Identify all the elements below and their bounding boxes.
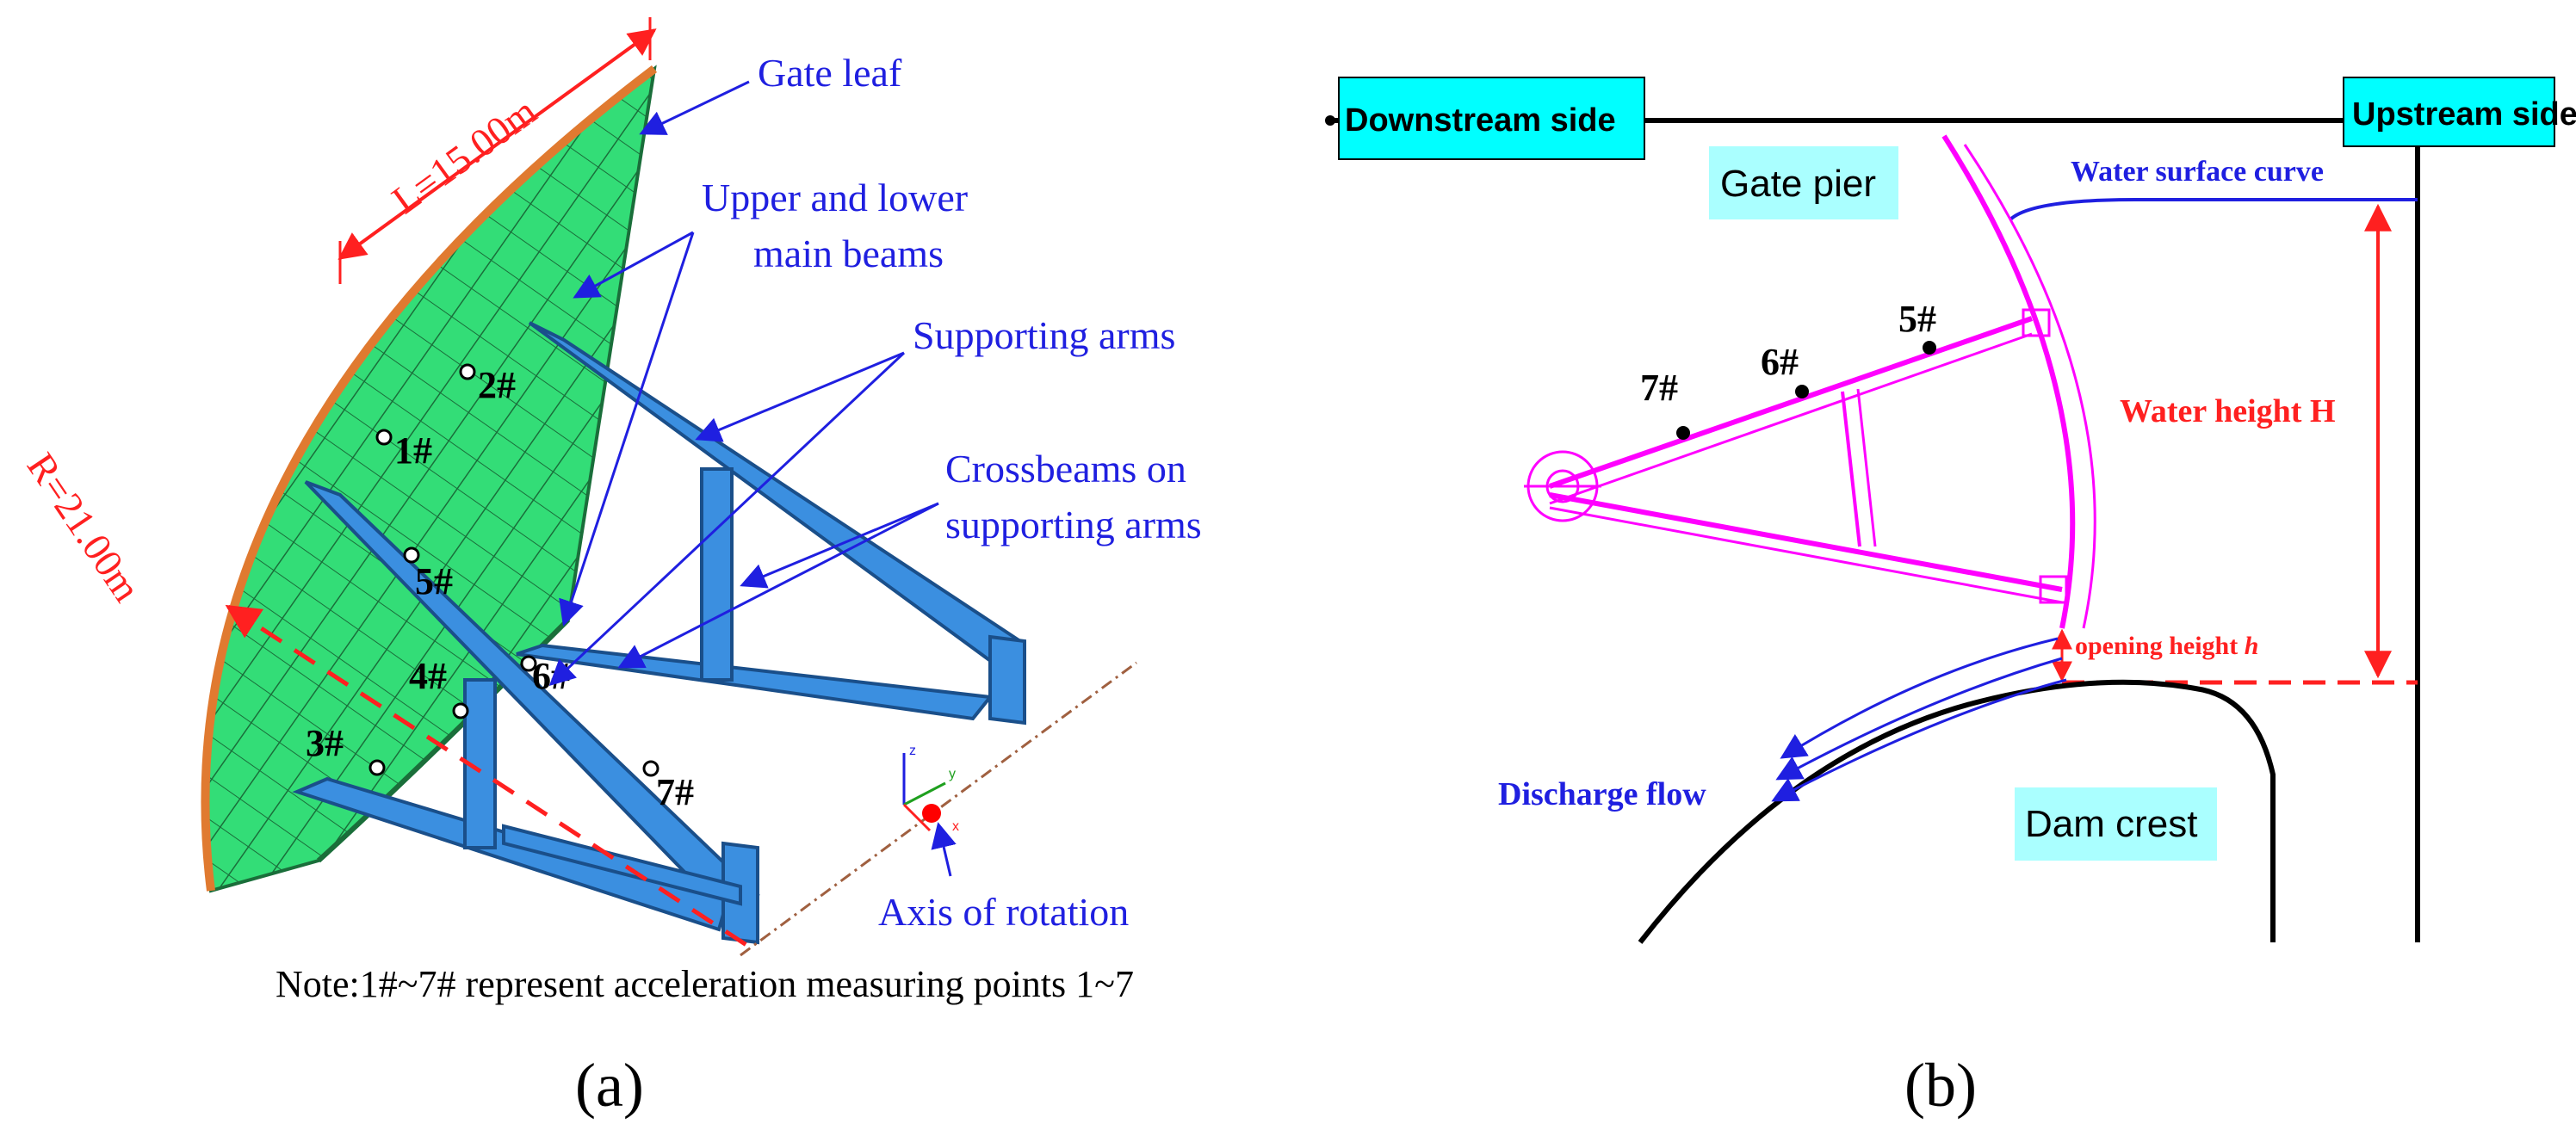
point-label-3: 3# (306, 722, 344, 764)
arm-end-block-a (988, 634, 1026, 725)
gate-pier-label: Gate pier (1720, 163, 1876, 205)
callout-main-beams-line1: Upper and lower (702, 176, 968, 219)
radius-label: R=21.00m (19, 445, 150, 609)
point-label-7: 7# (656, 771, 694, 813)
callouts (548, 80, 957, 877)
upstream-side-label: Upstream side (2352, 96, 2576, 133)
gate-point-markers (1676, 341, 1936, 440)
arm-crossbeam-a (700, 467, 734, 682)
callout-crossbeams-line2: supporting arms (945, 503, 1202, 546)
discharge-flow-arrows (1771, 637, 2067, 802)
upstream-side-box (2343, 77, 2555, 147)
supporting-arms (292, 321, 1026, 945)
axis-z-glyph: z (909, 744, 916, 758)
caption-a: (a) (575, 1051, 644, 1120)
callout-axis-of-rotation: Axis of rotation (878, 890, 1129, 934)
point-label-5: 5# (415, 560, 453, 602)
arm-crossbeam-b (463, 678, 497, 849)
dam-crest-box (2015, 787, 2217, 861)
callout-supporting-arms: Supporting arms (913, 313, 1175, 357)
panel-a: L=15.00m R=21.00m z y x (19, 17, 1202, 1005)
point-label-4: 4# (409, 655, 447, 697)
water-height-label: Water height H (2120, 393, 2336, 429)
measuring-point-labels: 1# 2# 3# 4# 5# 6# 7# (306, 364, 694, 813)
opening-height-text: opening height (2075, 632, 2245, 660)
arm-crossbeam-c (502, 824, 742, 906)
discharge-flow-label: Discharge flow (1498, 776, 1706, 812)
callout-gate-leaf: Gate leaf (758, 51, 902, 95)
gate-pier-box (1709, 146, 1898, 219)
point-label-6: 6# (532, 655, 570, 697)
axis-x-glyph: x (952, 819, 959, 834)
downstream-side-box (1338, 77, 1645, 160)
opening-height-symbol: h (2245, 632, 2259, 660)
radial-gate (1524, 134, 2096, 629)
gate-point-label-7: 7# (1640, 367, 1678, 409)
note: Note:1#~7# represent acceleration measur… (276, 963, 1134, 1005)
gate-point-label-5: 5# (1898, 298, 1936, 340)
lower-arm-b (516, 643, 994, 721)
upper-arm-a (528, 321, 1023, 670)
point-label-1: 1# (394, 429, 432, 472)
point-label-2: 2# (478, 364, 516, 406)
water-surface-curve-label: Water surface curve (2071, 156, 2324, 188)
callout-main-beams-line2: main beams (753, 232, 944, 275)
downstream-side-label: Downstream side (1345, 102, 1616, 139)
gate-point-label-6: 6# (1761, 341, 1799, 383)
axis-y-glyph: y (949, 767, 956, 781)
opening-height-label: opening height h (2075, 632, 2258, 660)
callout-crossbeams-line1: Crossbeams on (945, 447, 1186, 491)
rotation-axis-point (922, 804, 941, 823)
panel-b: Downstream side Upstream side Gate pier … (1325, 77, 2576, 944)
caption-b: (b) (1904, 1051, 1977, 1120)
dam-crest-label: Dam crest (2025, 803, 2197, 845)
measuring-point-markers (368, 363, 659, 777)
